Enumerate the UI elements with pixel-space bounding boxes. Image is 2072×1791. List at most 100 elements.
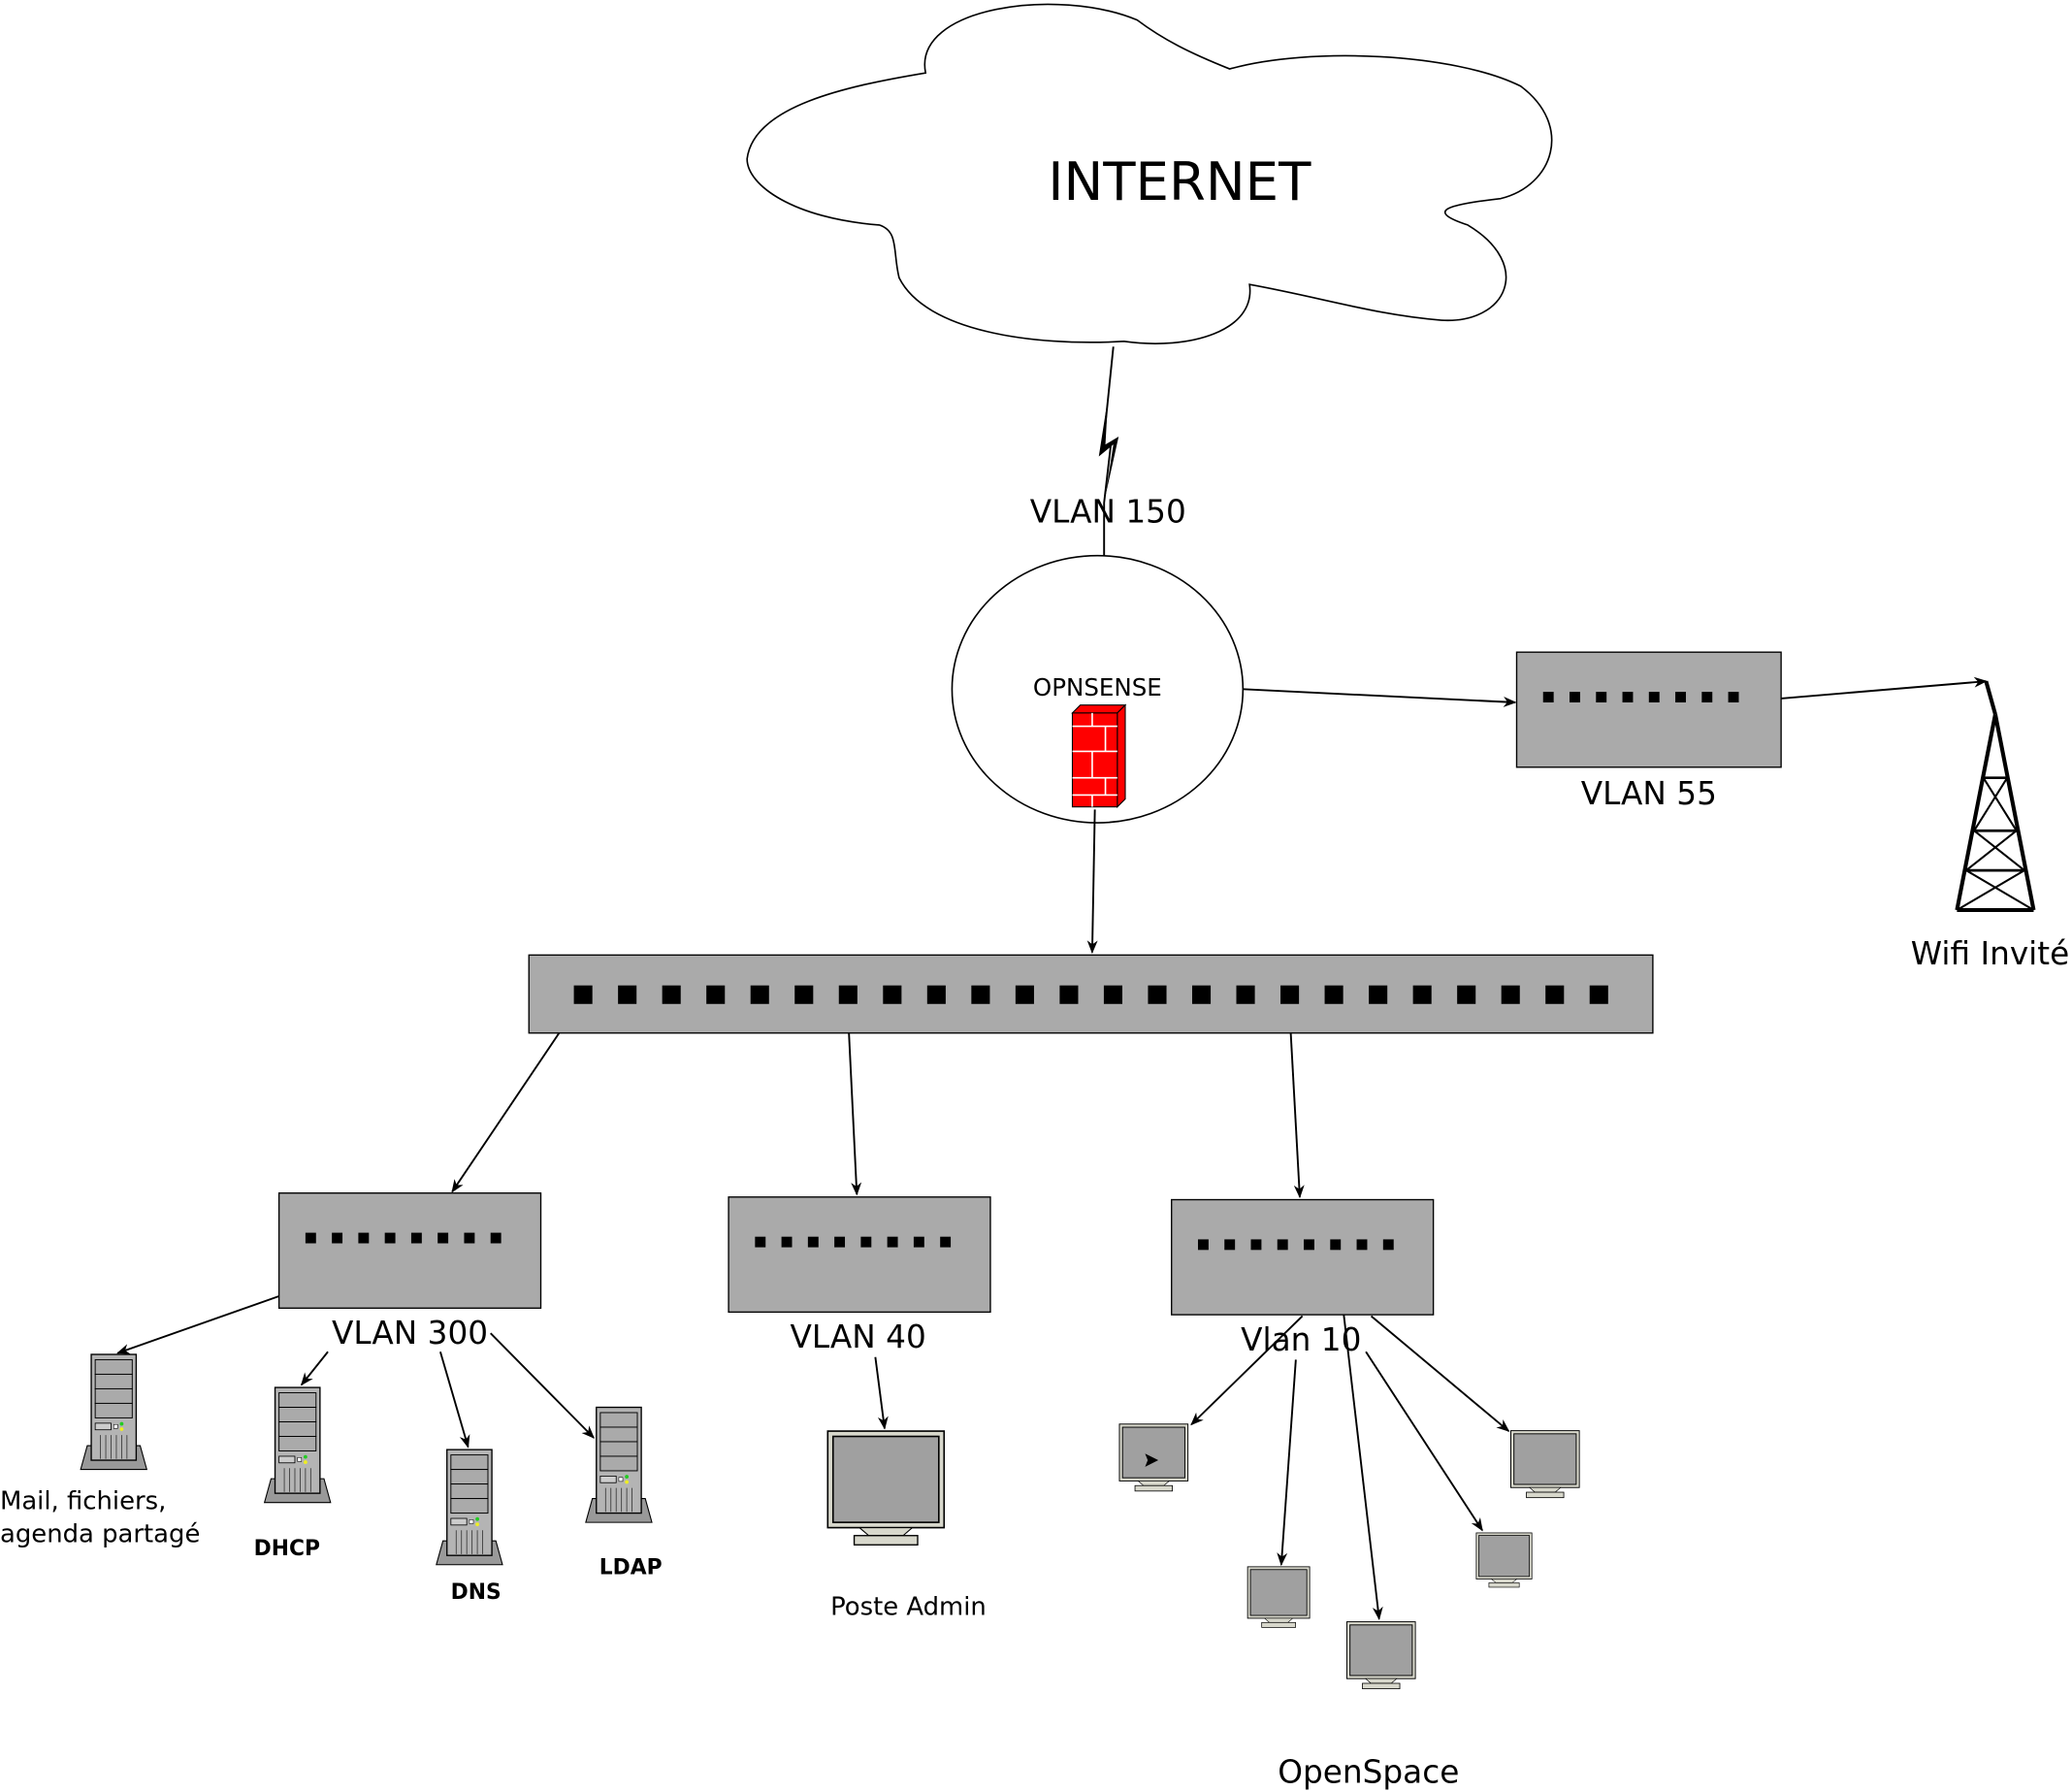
switch-port bbox=[1382, 1239, 1394, 1251]
server-ldap[interactable]: LDAP bbox=[585, 1406, 663, 1580]
vlan40-switch[interactable]: VLAN 40 bbox=[728, 1196, 991, 1355]
switch-port bbox=[573, 985, 593, 1004]
admin-workstation[interactable]: Poste Admin bbox=[826, 1430, 987, 1622]
switch-port bbox=[1457, 985, 1476, 1004]
openspace-label: OpenSpace bbox=[1278, 1754, 1459, 1791]
switch-port bbox=[807, 1236, 819, 1248]
switch-port bbox=[1728, 692, 1739, 702]
internet-cloud: INTERNET bbox=[746, 3, 1553, 344]
switch-port bbox=[1570, 692, 1580, 702]
switch-port bbox=[1501, 985, 1520, 1004]
switch-port bbox=[1236, 985, 1255, 1004]
switch-port bbox=[305, 1232, 316, 1244]
switch-port bbox=[332, 1232, 343, 1244]
server-icon bbox=[585, 1406, 653, 1523]
monitor-icon[interactable] bbox=[1475, 1532, 1533, 1588]
switch-port bbox=[1059, 985, 1079, 1004]
switch-port bbox=[437, 1232, 449, 1244]
switch-port bbox=[860, 1236, 872, 1248]
admin-label: Poste Admin bbox=[830, 1593, 987, 1622]
switch-port bbox=[1596, 692, 1607, 702]
switch-port bbox=[781, 1236, 793, 1248]
internet-label: INTERNET bbox=[1048, 150, 1311, 212]
vlan40-label: VLAN 40 bbox=[791, 1319, 926, 1355]
openspace-workstations: OpenSpace bbox=[1118, 1423, 1580, 1791]
switch-port bbox=[1622, 692, 1634, 702]
switch-port bbox=[1412, 985, 1432, 1004]
server-dns[interactable]: DNS bbox=[436, 1449, 503, 1605]
switch-port bbox=[1277, 1239, 1288, 1251]
switch-port bbox=[1369, 985, 1388, 1004]
antenna-tower-icon bbox=[1955, 680, 2036, 913]
switch-port bbox=[887, 1236, 898, 1248]
switch-port bbox=[1324, 985, 1344, 1004]
switch-port bbox=[618, 985, 637, 1004]
vlan300-label: VLAN 300 bbox=[332, 1315, 488, 1351]
switch-port bbox=[1280, 985, 1300, 1004]
switch-port bbox=[1545, 985, 1565, 1004]
switch-port bbox=[1542, 692, 1554, 702]
monitor-icon[interactable] bbox=[1345, 1621, 1416, 1690]
vlan10-label: Vlan 10 bbox=[1241, 1321, 1361, 1358]
switch-port bbox=[940, 1236, 952, 1248]
monitor-icon[interactable] bbox=[1246, 1566, 1311, 1628]
switch-port bbox=[834, 1236, 846, 1248]
wifi-label: Wifi Invité bbox=[1911, 935, 2069, 972]
core-switch[interactable] bbox=[528, 954, 1654, 1034]
switch-port bbox=[883, 985, 902, 1004]
switch-port bbox=[755, 1236, 766, 1248]
switch-port bbox=[971, 985, 990, 1004]
switch-port bbox=[1103, 985, 1123, 1004]
wan-vlan-label: VLAN 150 bbox=[1030, 494, 1186, 531]
monitor-icon bbox=[826, 1430, 946, 1547]
links bbox=[116, 676, 1988, 1620]
firewall-icon bbox=[1071, 703, 1127, 808]
switch-port bbox=[1330, 1239, 1342, 1251]
server-mail-label-2: agenda partagé bbox=[0, 1520, 200, 1549]
switch-port bbox=[913, 1236, 924, 1248]
vlan300-switch[interactable]: VLAN 300 bbox=[277, 1192, 542, 1351]
switch-port bbox=[1224, 1239, 1236, 1251]
server-dhcp[interactable]: DHCP bbox=[254, 1386, 332, 1561]
opnsense-firewall[interactable]: OPNSENSE bbox=[951, 554, 1245, 824]
workstation[interactable] bbox=[1118, 1423, 1189, 1492]
switch-port bbox=[1701, 692, 1713, 702]
wan-link: VLAN 150 bbox=[1030, 346, 1186, 556]
switch-port bbox=[1589, 985, 1608, 1004]
vlan10-switch[interactable]: Vlan 10 bbox=[1171, 1198, 1435, 1358]
switch-port bbox=[794, 985, 814, 1004]
firewall-label: OPNSENSE bbox=[1033, 673, 1162, 701]
switch-port bbox=[1356, 1239, 1368, 1251]
monitor-icon[interactable] bbox=[1509, 1430, 1580, 1499]
monitor-icon bbox=[1118, 1423, 1189, 1492]
server-dns-label: DNS bbox=[451, 1580, 502, 1605]
switch-port bbox=[1191, 985, 1212, 1004]
switch-port bbox=[750, 985, 769, 1004]
switch-port bbox=[1250, 1239, 1262, 1251]
switch-port bbox=[1675, 692, 1686, 702]
switch-port bbox=[1197, 1239, 1209, 1251]
switch-port bbox=[410, 1232, 422, 1244]
guest-switch[interactable]: VLAN 55 bbox=[1515, 651, 1782, 812]
switch-port bbox=[1148, 985, 1167, 1004]
switch-port bbox=[490, 1232, 502, 1244]
switch-port bbox=[706, 985, 726, 1004]
switch-port bbox=[358, 1232, 370, 1244]
switch-port bbox=[464, 1232, 475, 1244]
switch-port bbox=[1304, 1239, 1314, 1251]
server-dhcp-label: DHCP bbox=[254, 1537, 320, 1561]
switch-port bbox=[1648, 692, 1660, 702]
switch-port bbox=[662, 985, 681, 1004]
server-mail[interactable]: Mail, fichiers, agenda partagé bbox=[0, 1353, 200, 1549]
switch-port bbox=[1015, 985, 1034, 1004]
server-ldap-label: LDAP bbox=[599, 1555, 663, 1579]
switch-port bbox=[926, 985, 946, 1004]
guest-vlan-label: VLAN 55 bbox=[1581, 775, 1717, 812]
wifi-tower[interactable]: Wifi Invité bbox=[1911, 680, 2069, 972]
server-icon bbox=[80, 1353, 147, 1471]
server-mail-label: Mail, fichiers, bbox=[0, 1486, 166, 1515]
server-icon bbox=[263, 1386, 332, 1504]
switch-port bbox=[838, 985, 858, 1004]
server-icon bbox=[436, 1449, 503, 1566]
